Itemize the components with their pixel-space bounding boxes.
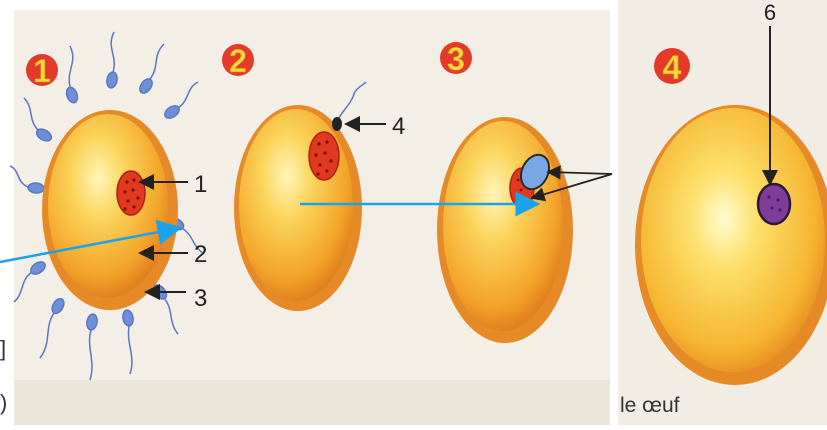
stage-number-2: 2 [229, 43, 247, 79]
caption-text: le œuf [620, 394, 680, 417]
egg-nucleus [117, 171, 145, 215]
egg-cytoplasm [641, 108, 825, 372]
edge-mark-top: ] [0, 336, 6, 361]
egg-nucleus [309, 132, 339, 180]
stage-number-3: 3 [447, 41, 465, 77]
label-3: 3 [194, 285, 207, 312]
stage-number-4: 4 [663, 49, 682, 87]
page-shadow [14, 380, 610, 425]
label-2: 2 [194, 241, 207, 268]
egg-cytoplasm [48, 114, 168, 298]
label-1: 1 [194, 171, 207, 198]
stage-number-1: 1 [33, 53, 51, 89]
zygote-nucleus [758, 184, 790, 224]
edge-mark-bottom: ) [0, 390, 7, 415]
label-6: 6 [764, 0, 776, 25]
sperm-head [332, 117, 342, 131]
egg-cytoplasm [443, 121, 563, 331]
label-4: 4 [392, 113, 405, 140]
